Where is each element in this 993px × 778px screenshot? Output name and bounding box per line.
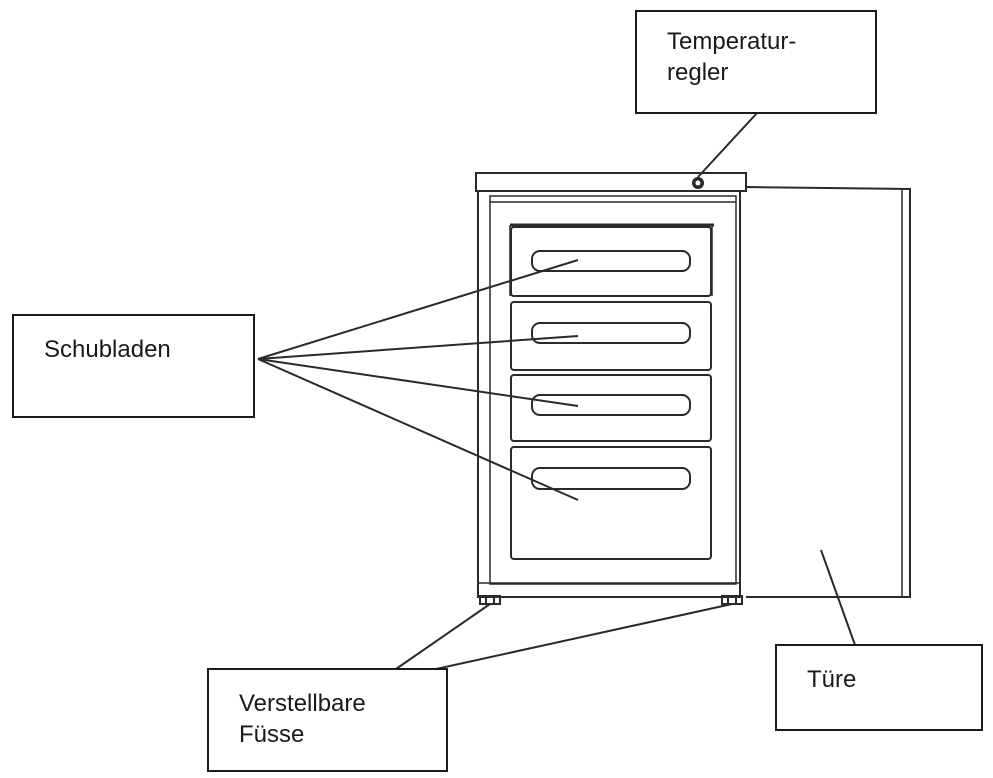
- drawer-handle: [531, 250, 691, 272]
- label-line: regler: [667, 59, 729, 86]
- label-line: Schubladen: [44, 336, 171, 363]
- cabinet-inner: [489, 195, 737, 585]
- callout-adjustable-feet: Verstellbare Füsse: [207, 668, 448, 772]
- leader-drawer-2: [257, 335, 579, 360]
- drawer-handle: [531, 394, 691, 416]
- cabinet-outer: [477, 190, 741, 598]
- drawer-3: [510, 374, 712, 442]
- leader-door: [820, 549, 856, 646]
- leader-drawer-4: [257, 358, 579, 501]
- drawer-handle: [531, 467, 691, 490]
- drawer-2: [510, 301, 712, 371]
- label-line: Temperatur-: [667, 28, 797, 55]
- adjustable-foot-right: [721, 595, 743, 605]
- top-panel: [475, 172, 747, 192]
- callout-temperature-control: Temperatur- regler: [635, 10, 877, 114]
- leader-drawer-3: [257, 358, 579, 407]
- callout-door: Türe: [775, 644, 983, 731]
- label-line: Füsse: [239, 721, 305, 748]
- label-line: Türe: [807, 666, 857, 693]
- callout-drawers: Schubladen: [12, 314, 255, 418]
- drawer-4: [510, 446, 712, 560]
- leader-temperature: [697, 112, 758, 178]
- label-line: Verstellbare: [239, 690, 366, 717]
- leader-foot-right: [435, 603, 733, 670]
- leader-drawer-1: [257, 259, 579, 360]
- drawer-handle: [531, 322, 691, 344]
- leader-foot-left: [395, 603, 491, 670]
- door: [745, 186, 911, 598]
- adjustable-foot-left: [479, 595, 501, 605]
- drawer-1: [510, 226, 712, 297]
